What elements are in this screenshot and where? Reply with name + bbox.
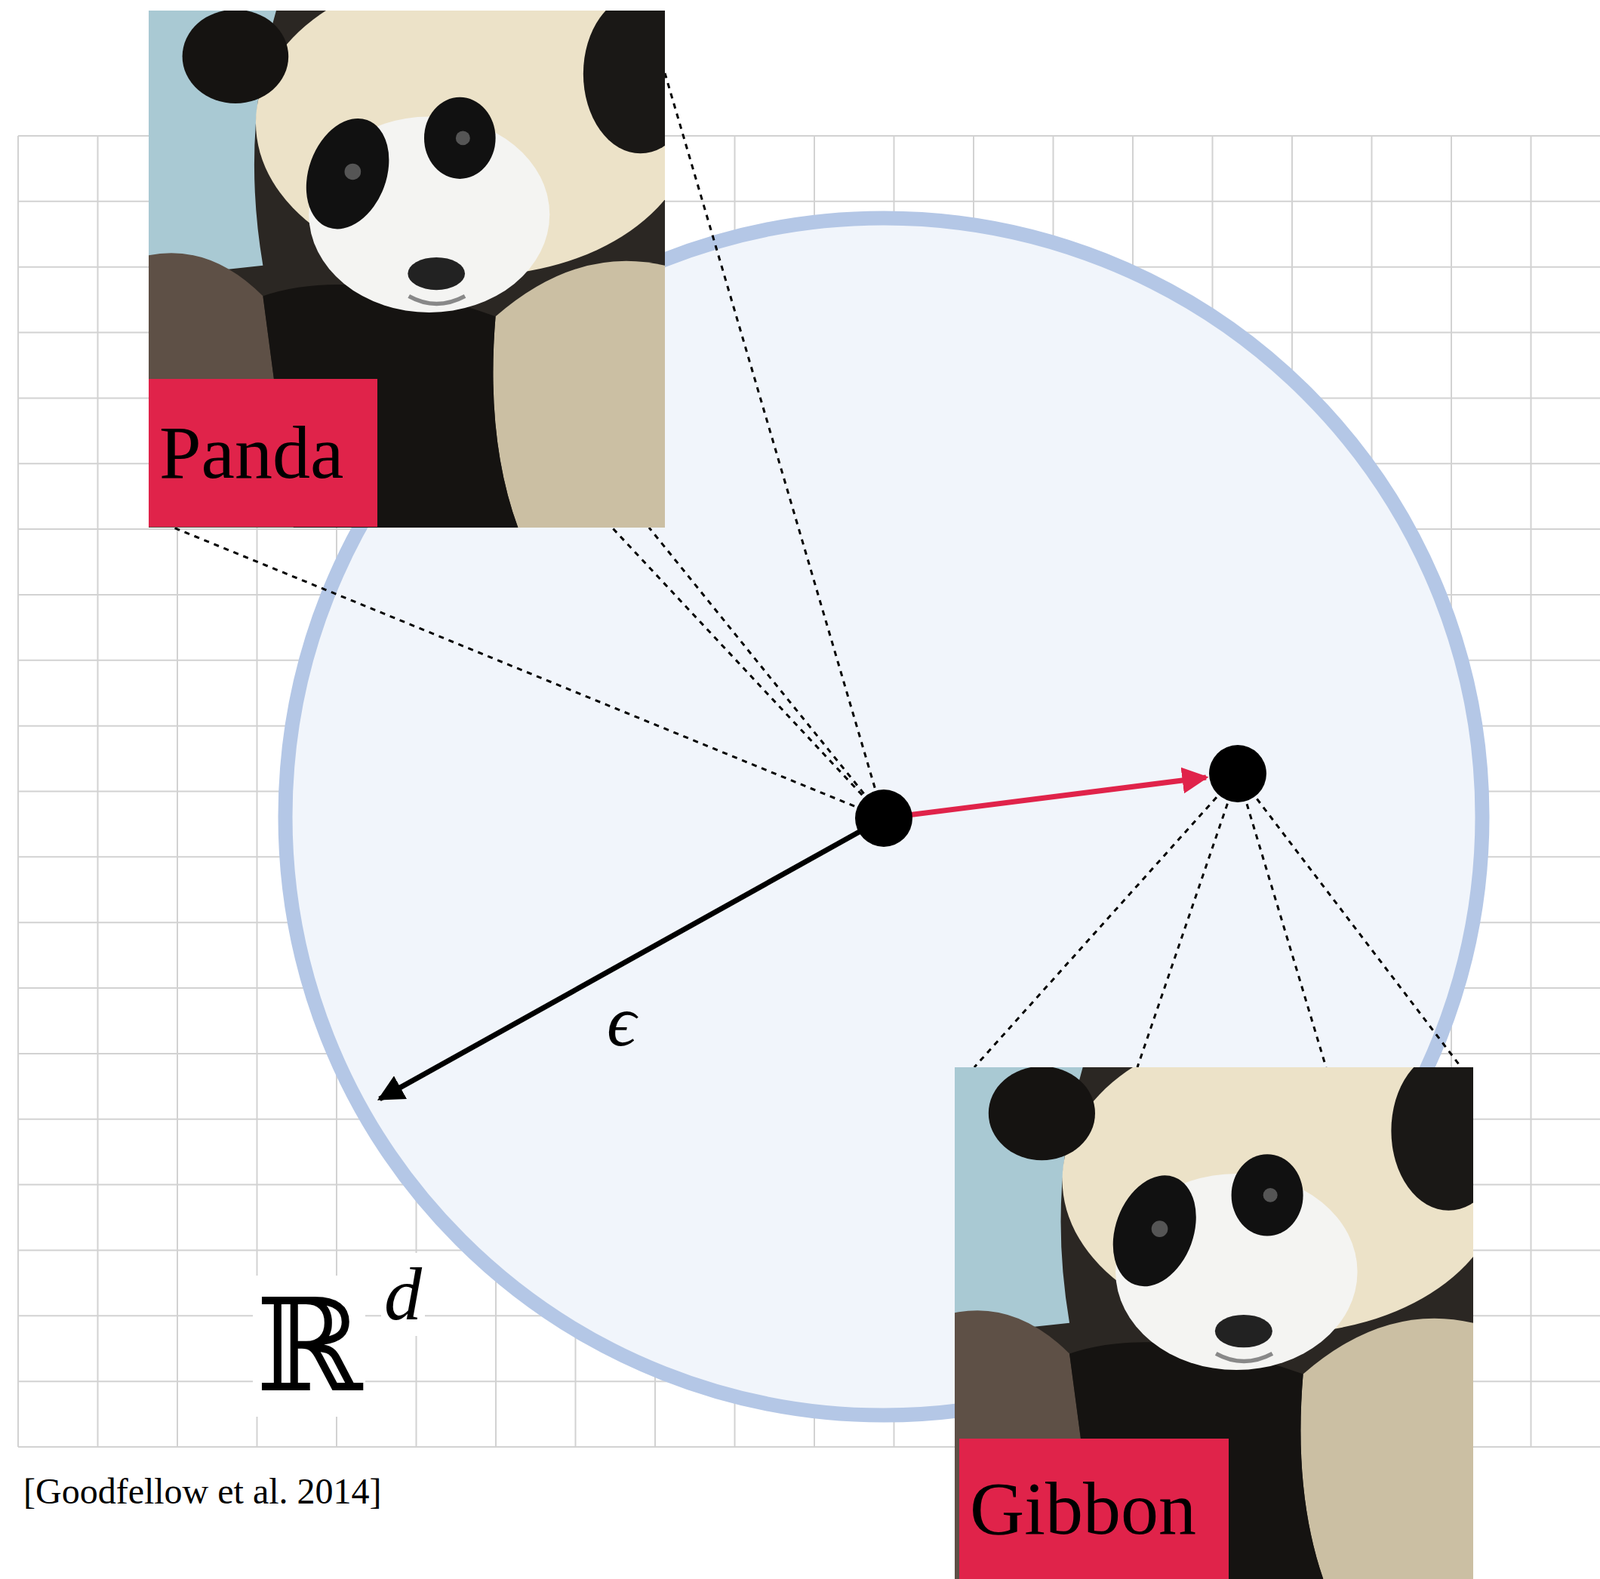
- class-label: Panda: [148, 378, 378, 527]
- perturbation-arrow: [883, 777, 1207, 819]
- input-point: [855, 789, 913, 847]
- epsilon-symbol: ϵ: [603, 981, 640, 1062]
- panda-image: [148, 0, 698, 528]
- citation: [Goodfellow et al. 2014]: [20, 1471, 385, 1512]
- class-name: Gibbon: [969, 1467, 1197, 1551]
- dimension-symbol: d: [381, 1252, 425, 1336]
- adversarial-point: [1209, 744, 1267, 803]
- perturbed-image: [954, 1026, 1506, 1579]
- class-label: Gibbon: [959, 1438, 1229, 1579]
- class-name: Panda: [159, 411, 344, 495]
- radius-arrow: [379, 818, 884, 1099]
- space-symbol: ℝ: [252, 1275, 366, 1417]
